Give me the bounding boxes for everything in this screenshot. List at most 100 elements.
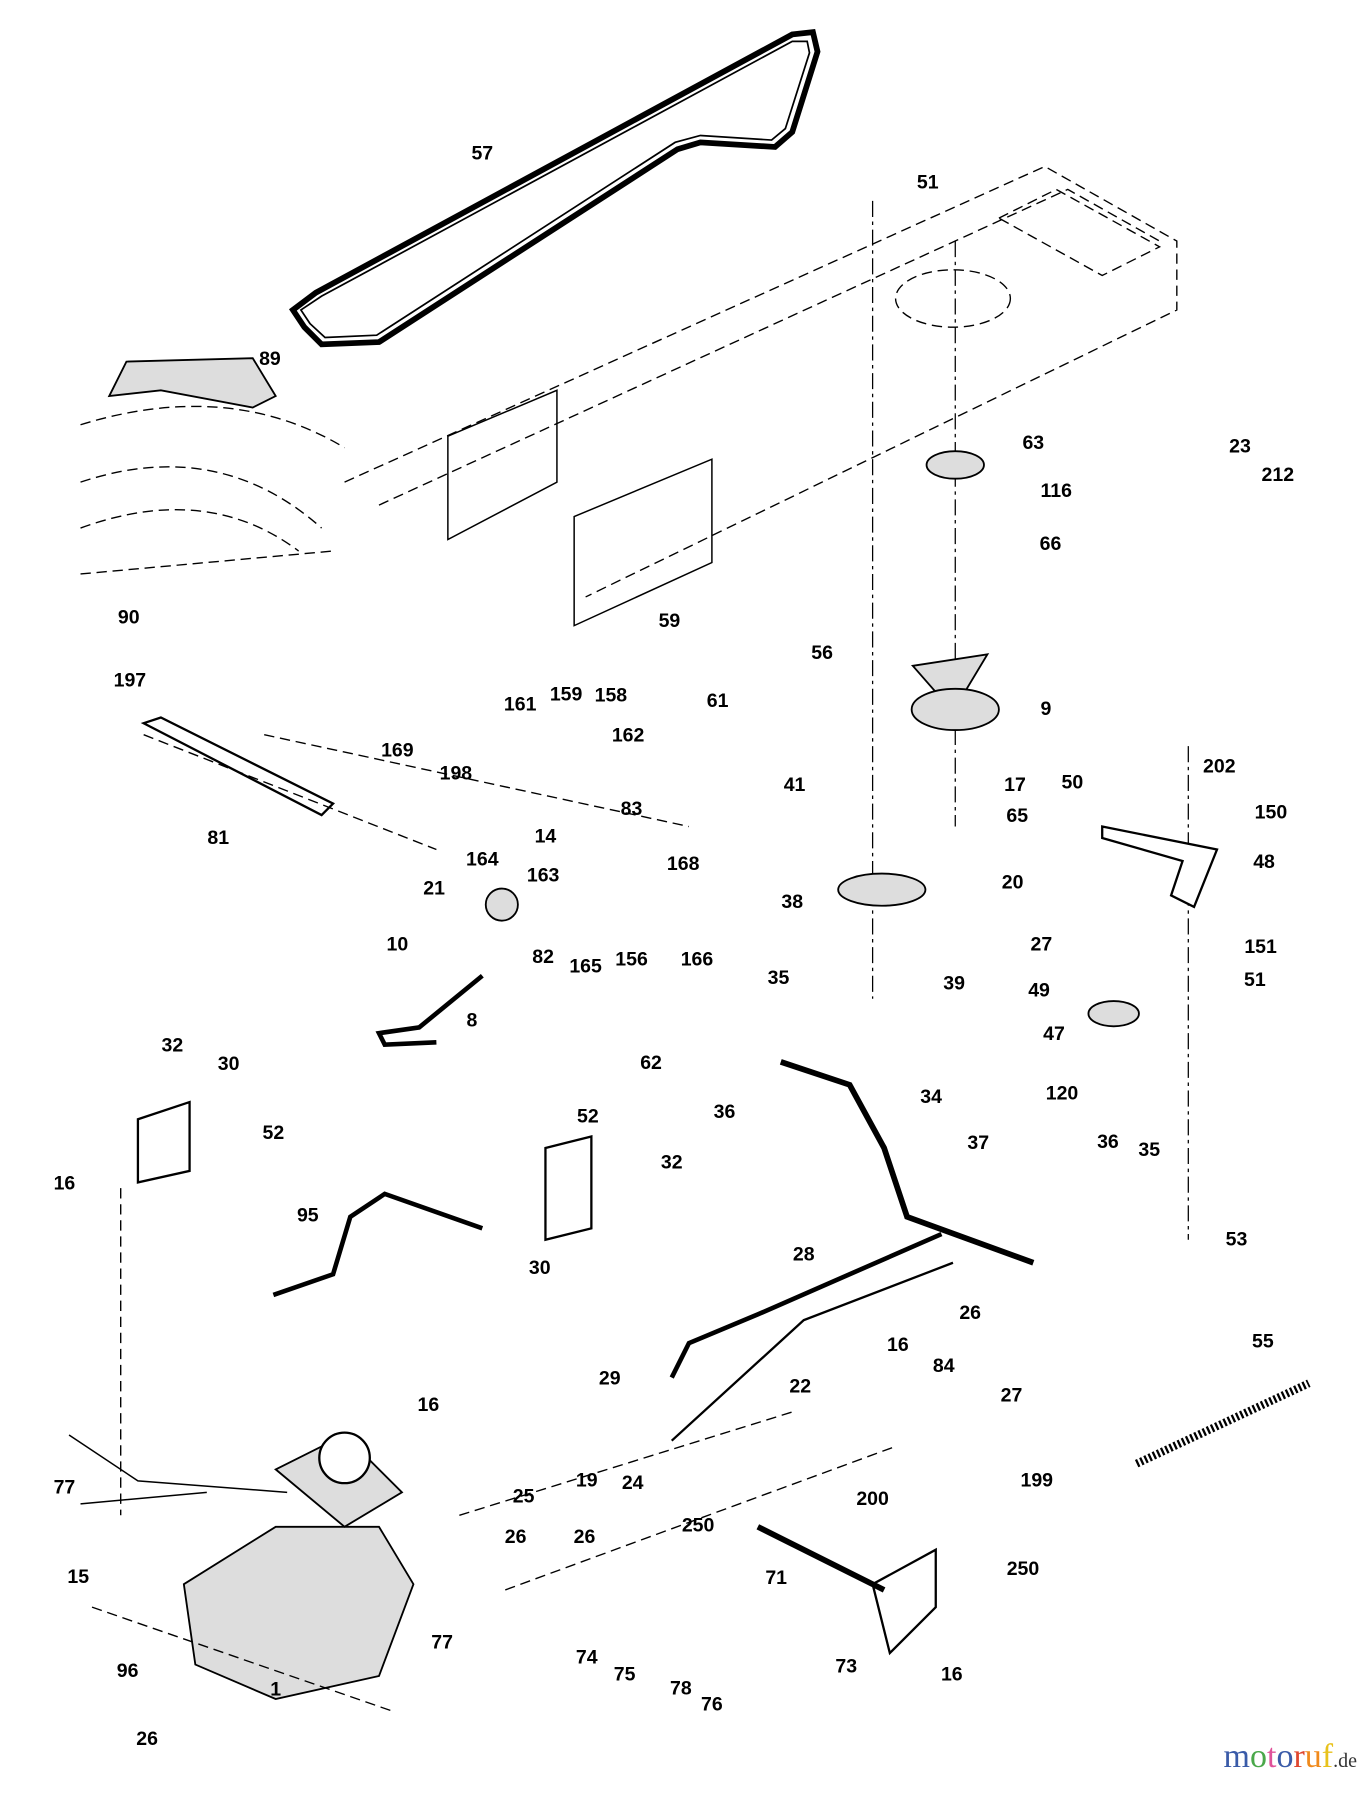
watermark-logo: motoruf.de: [1223, 1738, 1357, 1775]
callout-199: 199: [1021, 1470, 1054, 1492]
callout-96: 96: [117, 1660, 139, 1682]
rod-28: [669, 1231, 943, 1379]
callout-76: 76: [701, 1693, 723, 1715]
callout-16: 16: [54, 1172, 76, 1194]
callout-51: 51: [1244, 969, 1266, 991]
rod-95: [272, 1191, 484, 1298]
callout-27: 27: [1001, 1385, 1023, 1407]
callout-161: 161: [504, 694, 537, 716]
callout-51: 51: [917, 171, 939, 193]
callout-16: 16: [941, 1664, 963, 1686]
callout-63: 63: [1022, 432, 1044, 454]
fender-outline: [80, 405, 345, 575]
callout-55: 55: [1252, 1331, 1274, 1353]
transaxle-1: [68, 1431, 415, 1700]
shaft-81: [140, 716, 336, 817]
callout-197: 197: [114, 669, 147, 691]
callout-163: 163: [527, 865, 560, 887]
shaft-34: [779, 1059, 1035, 1266]
callout-26: 26: [574, 1526, 596, 1548]
callout-36: 36: [714, 1101, 736, 1123]
rod-22: [670, 1261, 954, 1442]
callout-202: 202: [1203, 756, 1236, 778]
callout-77: 77: [431, 1631, 453, 1653]
callout-164: 164: [466, 849, 499, 871]
lever-71: [756, 1524, 886, 1593]
callout-50: 50: [1062, 772, 1084, 794]
callout-26: 26: [505, 1526, 527, 1548]
callout-53: 53: [1226, 1229, 1248, 1251]
callout-78: 78: [670, 1677, 692, 1699]
callout-198: 198: [440, 762, 473, 784]
callout-59: 59: [659, 610, 681, 632]
callout-169: 169: [381, 740, 414, 762]
callout-250: 250: [682, 1514, 715, 1536]
callout-38: 38: [781, 891, 803, 913]
callout-151: 151: [1244, 936, 1277, 958]
callout-75: 75: [614, 1664, 636, 1686]
shift-cover: [107, 357, 277, 409]
callout-37: 37: [967, 1132, 989, 1154]
callout-16: 16: [887, 1334, 909, 1356]
callout-73: 73: [835, 1656, 857, 1678]
callout-120: 120: [1046, 1083, 1079, 1105]
callout-116: 116: [1041, 480, 1073, 502]
callout-200: 200: [856, 1488, 889, 1510]
callout-36: 36: [1097, 1131, 1119, 1153]
callout-156: 156: [615, 948, 648, 970]
callout-21: 21: [423, 877, 445, 899]
callout-52: 52: [577, 1106, 599, 1128]
callout-95: 95: [297, 1204, 319, 1226]
callout-159: 159: [550, 683, 583, 705]
callout-17: 17: [1004, 774, 1026, 796]
pulley-63: [925, 450, 985, 480]
callout-66: 66: [1040, 533, 1062, 555]
callout-212: 212: [1262, 464, 1295, 486]
callout-23: 23: [1229, 435, 1251, 457]
callout-52: 52: [263, 1122, 285, 1144]
callout-162: 162: [612, 725, 645, 747]
callout-28: 28: [793, 1243, 815, 1265]
callout-35: 35: [1138, 1139, 1160, 1161]
callout-61: 61: [707, 690, 729, 712]
callout-35: 35: [768, 967, 790, 989]
callout-158: 158: [595, 684, 628, 706]
callout-71: 71: [765, 1567, 787, 1589]
callout-29: 29: [599, 1367, 621, 1389]
callout-25: 25: [513, 1486, 535, 1508]
pulley-47: [1087, 1000, 1140, 1028]
callout-24: 24: [622, 1472, 644, 1494]
callout-48: 48: [1253, 851, 1275, 873]
callout-65: 65: [1006, 805, 1028, 827]
callout-26: 26: [959, 1302, 981, 1324]
bracket-30b: [544, 1135, 593, 1242]
callout-30: 30: [529, 1257, 551, 1279]
callout-56: 56: [811, 642, 833, 664]
callout-82: 82: [532, 946, 554, 968]
callout-15: 15: [67, 1566, 89, 1588]
bracket-73: [871, 1547, 937, 1656]
callout-47: 47: [1043, 1023, 1065, 1045]
callout-83: 83: [621, 798, 643, 820]
callout-250: 250: [1007, 1558, 1040, 1580]
callout-9: 9: [1041, 698, 1052, 720]
pulley-38: [837, 872, 927, 907]
callout-150: 150: [1255, 801, 1288, 823]
callout-8: 8: [467, 1009, 478, 1031]
callout-22: 22: [789, 1375, 811, 1397]
callout-14: 14: [535, 826, 557, 848]
callout-41: 41: [784, 774, 806, 796]
callout-27: 27: [1031, 934, 1053, 956]
callout-77: 77: [54, 1476, 76, 1498]
callout-90: 90: [118, 606, 140, 628]
clutch-9: [911, 653, 990, 714]
callout-57: 57: [471, 143, 493, 165]
callout-62: 62: [640, 1052, 662, 1074]
callout-34: 34: [920, 1086, 942, 1108]
rod-8: [375, 973, 484, 1048]
tractor-frame: [344, 165, 1178, 627]
callout-49: 49: [1028, 979, 1050, 1001]
callout-10: 10: [387, 934, 409, 956]
